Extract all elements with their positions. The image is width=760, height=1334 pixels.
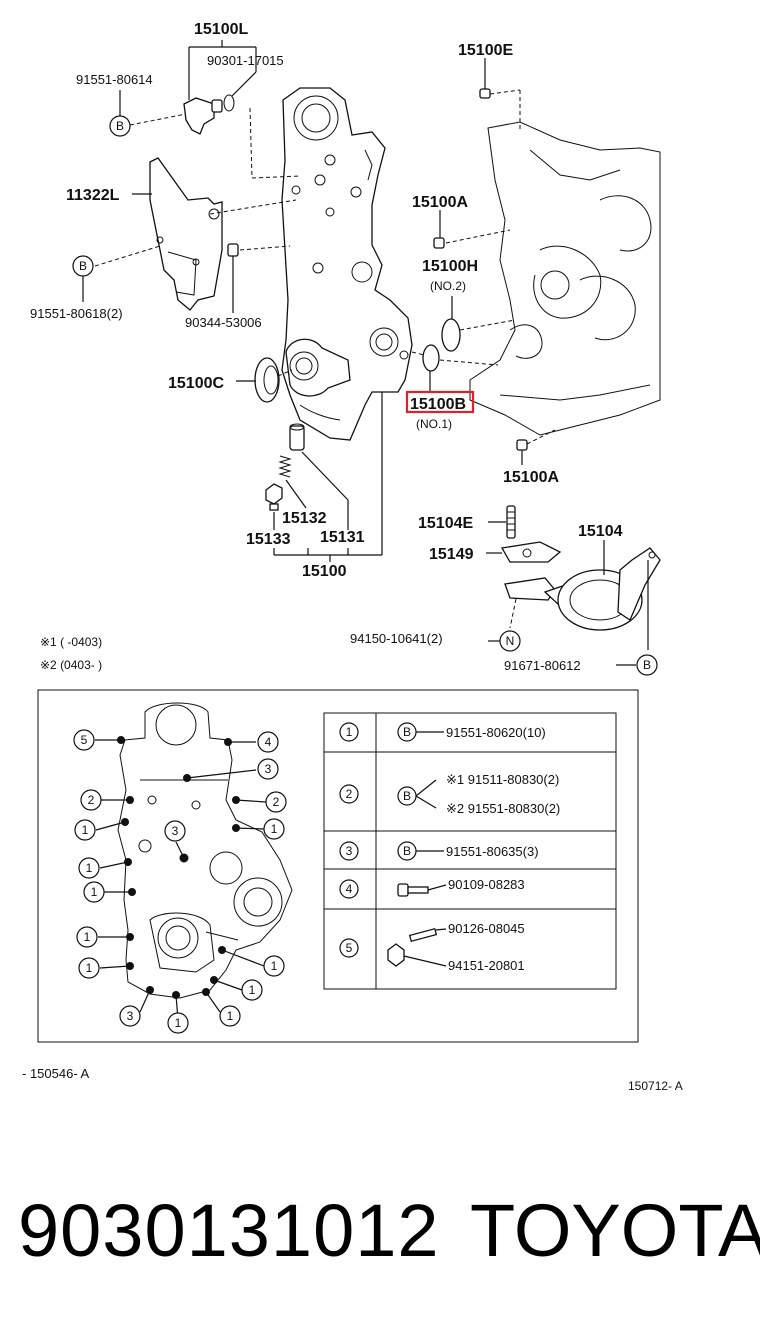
label-90344-53006: 90344-53006 <box>185 315 262 330</box>
callout-2: 2 <box>273 795 280 809</box>
callout-2: 2 <box>88 793 95 807</box>
label-15104: 15104 <box>578 523 623 540</box>
marker-circles: B B N B <box>72 90 658 676</box>
callout-3: 3 <box>172 824 179 838</box>
label-15100L: 15100L <box>194 21 248 38</box>
row-marker-3: B <box>403 844 411 858</box>
callout-1: 1 <box>271 959 278 973</box>
engine-block-outline <box>469 121 661 436</box>
row-num-5: 5 <box>346 941 353 955</box>
label-15100H: 15100H <box>422 258 478 275</box>
part-labels: 15100L 90301-17015 91551-80614 11322L 91… <box>22 21 683 1093</box>
highlight-box-15100B <box>405 390 475 414</box>
marker-n: N <box>506 634 515 648</box>
label-15132: 15132 <box>282 510 327 527</box>
callout-1: 1 <box>84 930 91 944</box>
row-marker-1: B <box>403 725 411 739</box>
callout-1: 1 <box>175 1016 182 1030</box>
pin-15100E <box>479 88 491 99</box>
callout-4: 4 <box>265 735 272 749</box>
row-num-1: 1 <box>346 725 353 739</box>
plug-15133 <box>265 483 283 511</box>
cover-bolt-points <box>117 736 240 999</box>
label-91671-80612: 91671-80612 <box>504 658 581 673</box>
callout-1: 1 <box>249 983 256 997</box>
label-15100: 15100 <box>302 563 347 580</box>
cover-callout-leaders <box>95 739 267 1021</box>
row-marker-2: B <box>403 789 411 803</box>
label-91551-80614: 91551-80614 <box>76 72 153 87</box>
label-15100A-lower: 15100A <box>503 469 559 486</box>
o-ring-15100B <box>422 344 440 372</box>
label-15100A-upper: 15100A <box>412 194 468 211</box>
cover-plate-11322L <box>149 157 223 311</box>
label-15100B: 15100B <box>410 396 466 413</box>
note-2: ※2 (0403- ) <box>40 658 102 672</box>
pin-15100A-lower <box>516 439 528 451</box>
bolt-table: 1 2 3 4 5 B B B 91551-80620(10) ※1 91511… <box>323 712 617 990</box>
label-94150-10641: 94150-10641(2) <box>350 631 443 646</box>
marker-b: B <box>643 658 651 672</box>
row-2-part-a: ※1 91511-80830(2) <box>446 772 559 787</box>
row-5-part-b: 94151-20801 <box>448 958 525 973</box>
cover-callout-text: 5 4 3 2 2 1 1 3 1 1 1 1 1 1 3 1 1 <box>81 733 280 1030</box>
label-15131: 15131 <box>320 529 365 546</box>
label-91551-80618: 91551-80618(2) <box>30 306 123 321</box>
row-num-2: 2 <box>346 787 353 801</box>
spring-15132 <box>278 455 292 478</box>
row-2-part-b: ※2 91551-80830(2) <box>446 801 560 816</box>
o-ring-15100H <box>441 318 461 352</box>
marker-b: B <box>79 259 87 273</box>
stud-nut-icon <box>387 927 447 967</box>
cover-callout-circles <box>73 729 287 1034</box>
callout-1: 1 <box>86 961 93 975</box>
label-no2: (NO.2) <box>430 279 466 293</box>
row-4-part: 90109-08283 <box>448 877 525 892</box>
part-number: 9030131012 <box>18 1189 440 1272</box>
label-15104E: 15104E <box>418 515 473 532</box>
sensor-15100L <box>183 94 235 135</box>
callout-1: 1 <box>91 885 98 899</box>
label-11322L: 11322L <box>66 187 120 204</box>
stud-15104E <box>506 505 516 539</box>
gasket-15149 <box>500 541 562 563</box>
callout-1: 1 <box>271 822 278 836</box>
row-num-3: 3 <box>346 844 353 858</box>
timing-cover-15100 <box>281 87 413 441</box>
brand-name: TOYOTA <box>470 1189 760 1272</box>
stud-90344 <box>227 243 239 257</box>
oil-strainer-15104 <box>504 547 661 631</box>
note-1: ※1 ( -0403) <box>40 635 102 649</box>
label-15100E: 15100E <box>458 42 513 59</box>
row-num-4: 4 <box>346 882 353 896</box>
ref-left: - 150546- A <box>22 1066 90 1081</box>
footer: 9030131012 TOYOTA <box>0 1180 760 1290</box>
row-3-part: 91551-80635(3) <box>446 844 539 859</box>
bolt-icon <box>397 883 447 897</box>
callout-1: 1 <box>82 823 89 837</box>
bolt-layout-box <box>37 689 639 1043</box>
row-1-part: 91551-80620(10) <box>446 725 546 740</box>
row-5-part-a: 90126-08045 <box>448 921 525 936</box>
callout-5: 5 <box>81 733 88 747</box>
ref-right: 150712- A <box>628 1079 683 1093</box>
label-15133: 15133 <box>246 531 291 548</box>
marker-b: B <box>116 119 124 133</box>
label-15100C: 15100C <box>168 375 224 392</box>
callout-1: 1 <box>86 861 93 875</box>
callout-1: 1 <box>227 1009 234 1023</box>
callout-3: 3 <box>127 1009 134 1023</box>
label-90301-17015: 90301-17015 <box>207 53 284 68</box>
oil-seal-15100C <box>254 357 280 403</box>
pin-15100A-upper <box>433 237 445 249</box>
callout-3: 3 <box>265 762 272 776</box>
relief-valve-15131 <box>289 423 305 451</box>
label-15149: 15149 <box>429 546 474 563</box>
label-no1: (NO.1) <box>416 417 452 431</box>
